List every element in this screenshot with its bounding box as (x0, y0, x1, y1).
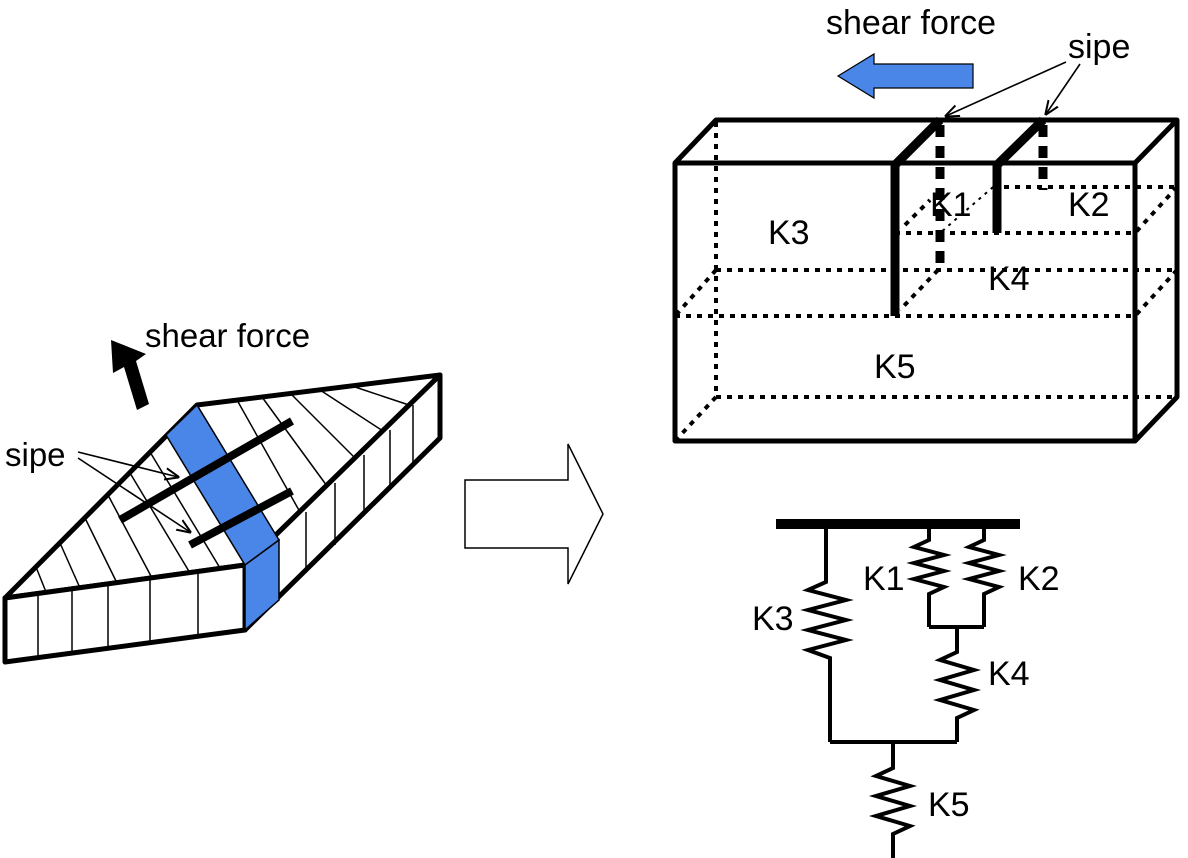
block-right-face (1133, 120, 1180, 443)
tread-block-figure: sipe shear force (2, 317, 443, 665)
top-face-grooves (35, 385, 410, 593)
left-shear-force-arrow (111, 340, 149, 410)
block-hidden-edges (673, 122, 1179, 443)
sipe-line-2 (188, 487, 294, 549)
sipe-line-1 (118, 417, 294, 524)
block-figure: shear force sipe K1 K2 K3 K4 K5 (672, 4, 1180, 444)
block-shear-force-label: shear force (826, 4, 996, 42)
block-front-face (672, 160, 1138, 444)
spring-k1 (906, 524, 952, 627)
spring-k2 (961, 524, 1007, 627)
spring-k1-label: K1 (863, 560, 905, 598)
block-k5-label: K5 (874, 348, 916, 386)
block-k4-label: K4 (988, 260, 1030, 298)
hollow-right-arrow-icon (464, 443, 604, 585)
left-sipe-pointer-1 (77, 451, 178, 477)
block-sipe-pointer-2 (1046, 63, 1081, 114)
spring-k3-label: K3 (752, 600, 794, 638)
block-shear-force-arrow (836, 52, 974, 100)
front-face-grooves (37, 572, 199, 658)
block-sipes (890, 116, 1048, 316)
spring-k5 (868, 742, 918, 858)
sipe-strip-right (244, 538, 280, 632)
left-sipe-pointer-2 (77, 457, 190, 532)
block-sipe-2 (992, 116, 1047, 233)
block-sipe-1 (890, 116, 944, 316)
block-k2-label: K2 (1068, 186, 1110, 224)
block-top-face (673, 117, 1180, 165)
spring-model (776, 519, 1020, 858)
left-shear-force-label: shear force (145, 317, 310, 354)
spring-k2-label: K2 (1018, 560, 1060, 598)
spring-k5-label: K5 (928, 786, 970, 824)
spring-k3 (800, 524, 854, 742)
block-k3-label: K3 (768, 214, 810, 252)
left-sipe-label: sipe (5, 436, 66, 473)
spring-k4-label: K4 (988, 655, 1030, 693)
block-k1-label: K1 (930, 186, 972, 224)
right-face-grooves (305, 405, 414, 573)
block-sipe-pointer-1 (946, 61, 1067, 116)
spring-k4 (932, 627, 982, 742)
block-sipe-label: sipe (1068, 28, 1130, 66)
